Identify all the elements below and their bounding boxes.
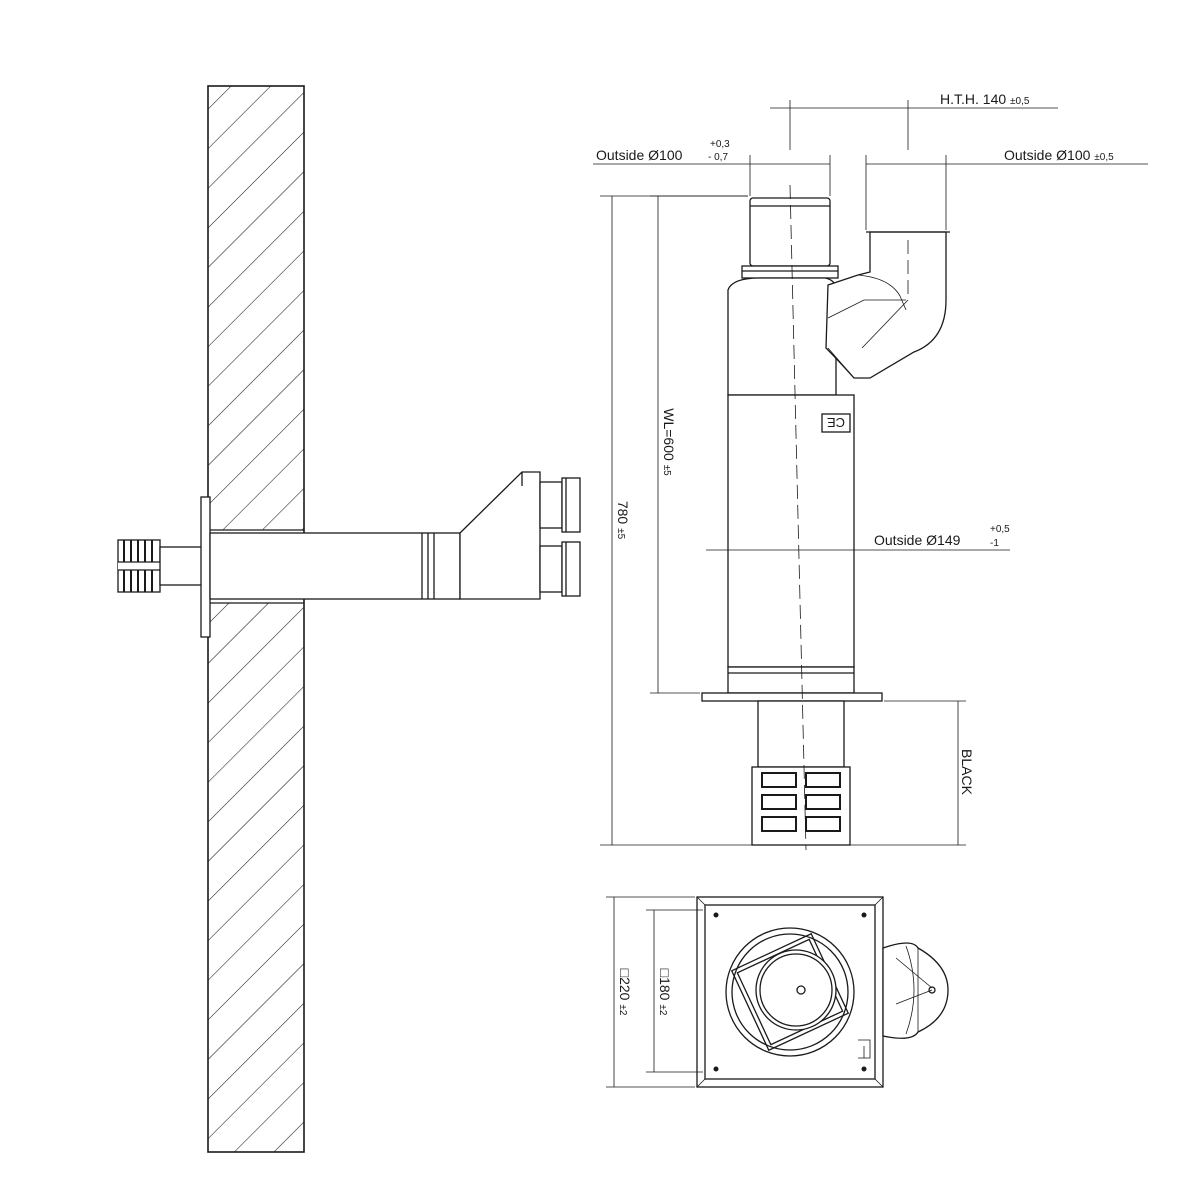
main-pipe-horizontal [209, 532, 461, 600]
center-line [789, 184, 807, 851]
side-elbow-plan [882, 942, 949, 1039]
side-elbow [825, 231, 947, 379]
dimensions: H.T.H. 140 ±0,5 Outside Ø100 +0,3 - 0,7 … [593, 91, 1148, 846]
outside-body-label: Outside Ø149 [874, 532, 961, 548]
terminal-grille-bottom [751, 766, 851, 846]
ce-mark-box [821, 413, 851, 433]
twin-outlets [539, 477, 581, 597]
outside-right-label: Outside Ø100 ±0,5 [1004, 147, 1114, 163]
outside-left-tol-minus: - 0,7 [708, 152, 728, 163]
adapter-transition [459, 471, 541, 600]
total-length-label: 780 ±5 [615, 501, 631, 540]
main-body [727, 394, 855, 668]
terminal-grille-left [117, 539, 161, 593]
outside-body-tol-minus: -1 [990, 538, 999, 549]
outside-left-label: Outside Ø100 [596, 147, 683, 163]
wall-length-label: WL=600 ±5 [661, 408, 677, 476]
black-label: BLACK [959, 749, 975, 796]
upper-cap [727, 277, 837, 396]
square-outer-label: □220 ±2 [617, 969, 633, 1016]
hth-label: H.T.H. 140 ±0,5 [940, 91, 1030, 107]
outside-left-tol-plus: +0,3 [710, 139, 730, 150]
outside-body-tol-plus: +0,5 [990, 524, 1010, 535]
plan-view: □220 ±2 □180 ±2 [606, 896, 949, 1088]
wall-plate-left [200, 496, 211, 638]
square-inner-label: □180 ±2 [657, 969, 673, 1016]
wall-plate-elevation [701, 692, 883, 702]
elevation-view: CE [701, 184, 950, 851]
wall-section-view [117, 85, 581, 1153]
wall-hatch [207, 85, 305, 1153]
inner-plate [704, 904, 876, 1080]
lower-stub [757, 700, 845, 768]
top-pipe [749, 197, 831, 267]
ce-mark: CE [827, 415, 845, 430]
